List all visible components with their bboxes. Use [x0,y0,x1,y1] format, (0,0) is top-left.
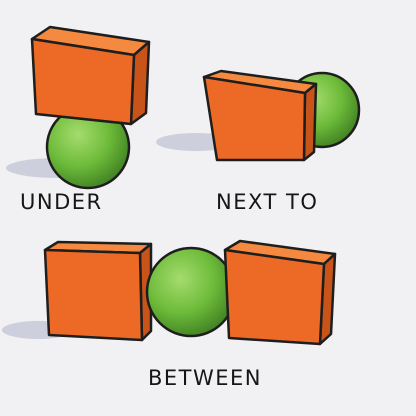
cube-icon [202,69,318,162]
label-between: BETWEEN [148,366,263,390]
cube-icon [223,239,337,346]
cube-icon [43,240,153,342]
label-under: UNDER [20,190,103,214]
scene-between [2,239,337,346]
label-next-to: NEXT TO [216,190,319,214]
sphere-icon [145,246,237,338]
scene-under [6,25,151,190]
cube-icon [30,25,151,126]
scene-next-to [156,69,361,162]
